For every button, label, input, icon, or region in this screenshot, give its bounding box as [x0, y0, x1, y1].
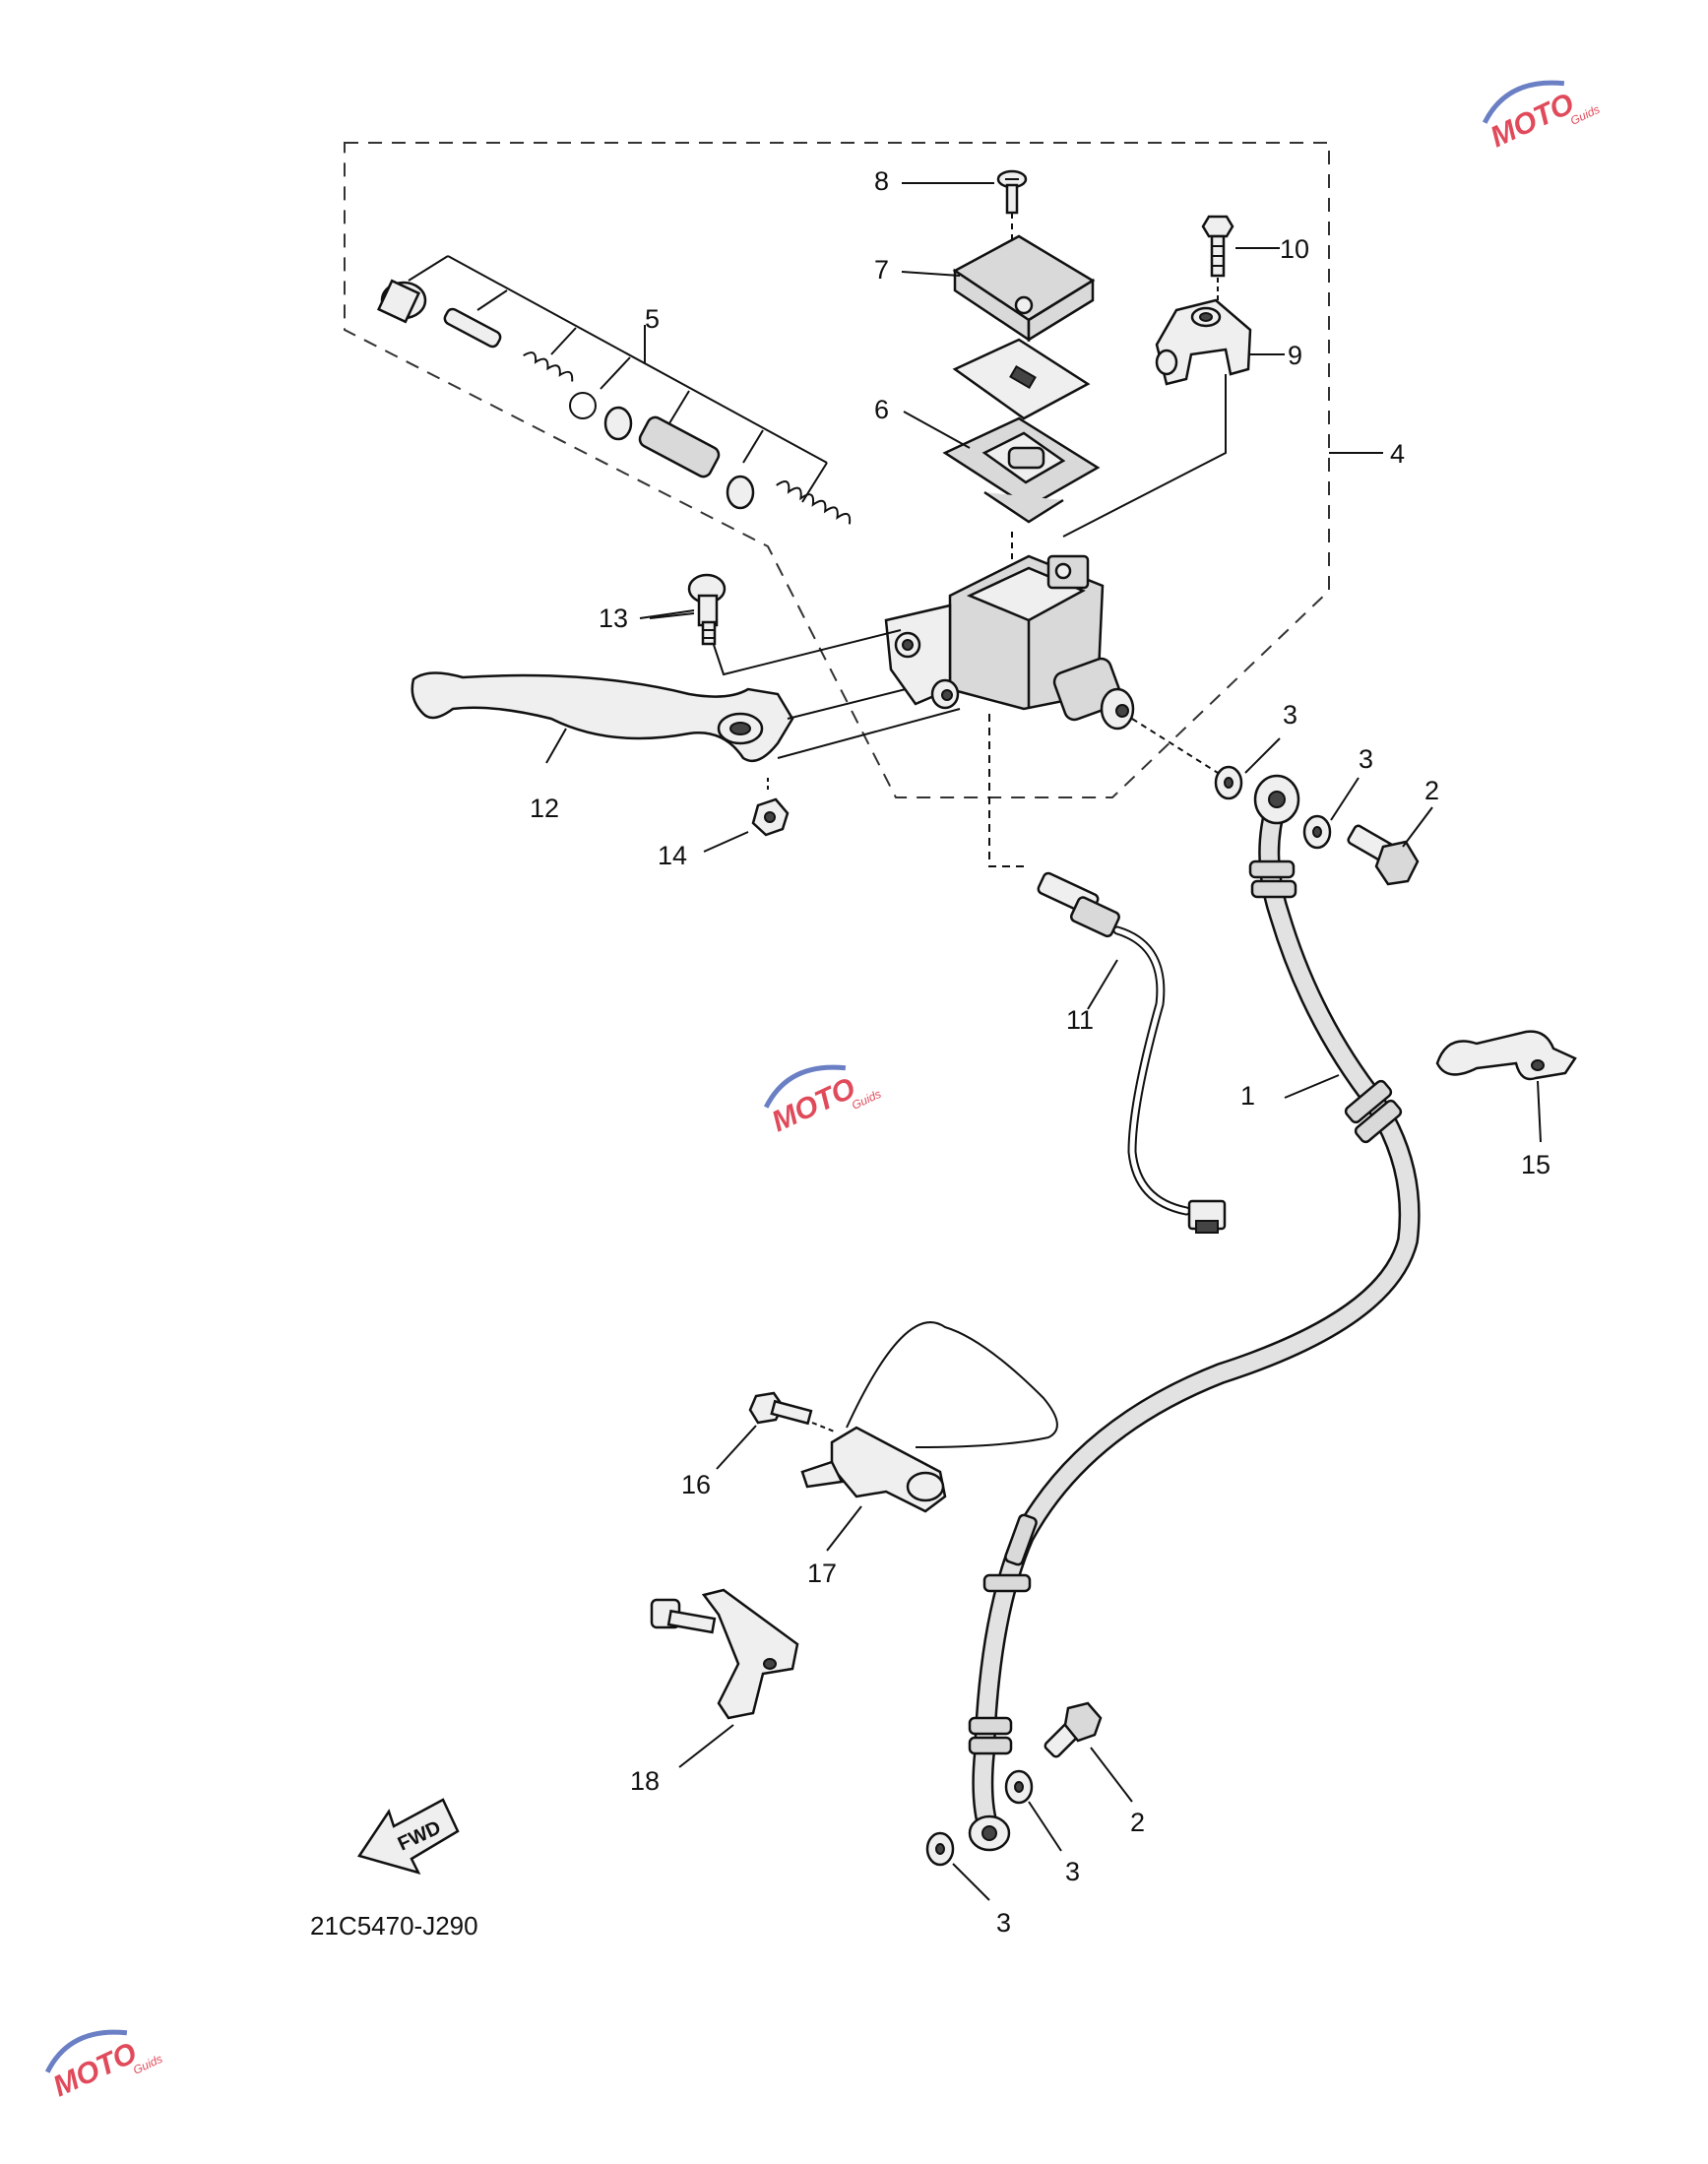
callout-13: 13 [599, 604, 628, 633]
callout-1: 1 [1240, 1081, 1255, 1111]
callout-6: 6 [874, 395, 889, 424]
diaphragm [942, 416, 1101, 566]
callout-11: 11 [1066, 1005, 1094, 1035]
assembly-boundary [344, 142, 1330, 798]
callout-10: 10 [1280, 234, 1309, 264]
hose-bracket [650, 1588, 799, 1768]
callout-3-d: 3 [996, 1908, 1011, 1938]
piston-kit [376, 255, 852, 525]
watermark-text: MOTO [48, 2037, 142, 2104]
callout-labels: 1 2 2 3 3 3 3 4 5 6 7 8 9 10 11 12 13 14… [530, 166, 1550, 1938]
callout-3-b: 3 [1359, 744, 1373, 774]
watermark-logo-center: MOTO Guids [763, 1064, 883, 1139]
bar-holder [1062, 298, 1285, 538]
callout-15: 15 [1521, 1150, 1550, 1179]
watermark-text: MOTO [767, 1072, 860, 1139]
diaphragm-plate [952, 338, 1091, 420]
callout-3-c: 3 [1065, 1857, 1080, 1886]
callout-2-upper: 2 [1424, 776, 1439, 805]
drawing-code: 21C5470-J290 [310, 1911, 478, 1941]
callout-7: 7 [874, 255, 889, 285]
master-cylinder-body [884, 554, 1227, 779]
callout-17: 17 [807, 1559, 837, 1588]
lever-nut [703, 797, 790, 853]
fwd-arrow-icon: FWD [357, 1798, 460, 1875]
brake-hose [968, 774, 1421, 1852]
callout-18: 18 [630, 1766, 660, 1796]
callout-8: 8 [874, 166, 889, 196]
guide-bolt [716, 1391, 838, 1470]
cover-screw [996, 169, 1028, 241]
brake-light-switch [988, 714, 1227, 1234]
callout-16: 16 [681, 1470, 711, 1499]
callout-12: 12 [530, 794, 559, 823]
crush-washers [925, 737, 1360, 1901]
reservoir-cap [952, 234, 1096, 343]
union-bolts [1044, 806, 1433, 1803]
callout-14: 14 [658, 841, 687, 870]
callout-5: 5 [645, 304, 660, 334]
callout-3-a: 3 [1283, 700, 1297, 730]
watermark-logo-top-right: MOTO Guids [1482, 80, 1602, 155]
hose-guide [800, 1321, 1058, 1552]
watermark-logo-bottom-left: MOTO Guids [44, 2029, 164, 2104]
watermark-text: MOTO [1486, 88, 1579, 155]
hose-clamp [1435, 1030, 1577, 1143]
callout-4: 4 [1390, 439, 1405, 469]
brake-lever [411, 671, 961, 793]
callout-9: 9 [1288, 341, 1302, 370]
callout-2-lower: 2 [1130, 1808, 1145, 1837]
lever-pivot-bolt [649, 573, 902, 676]
holder-bolt [1201, 215, 1280, 300]
